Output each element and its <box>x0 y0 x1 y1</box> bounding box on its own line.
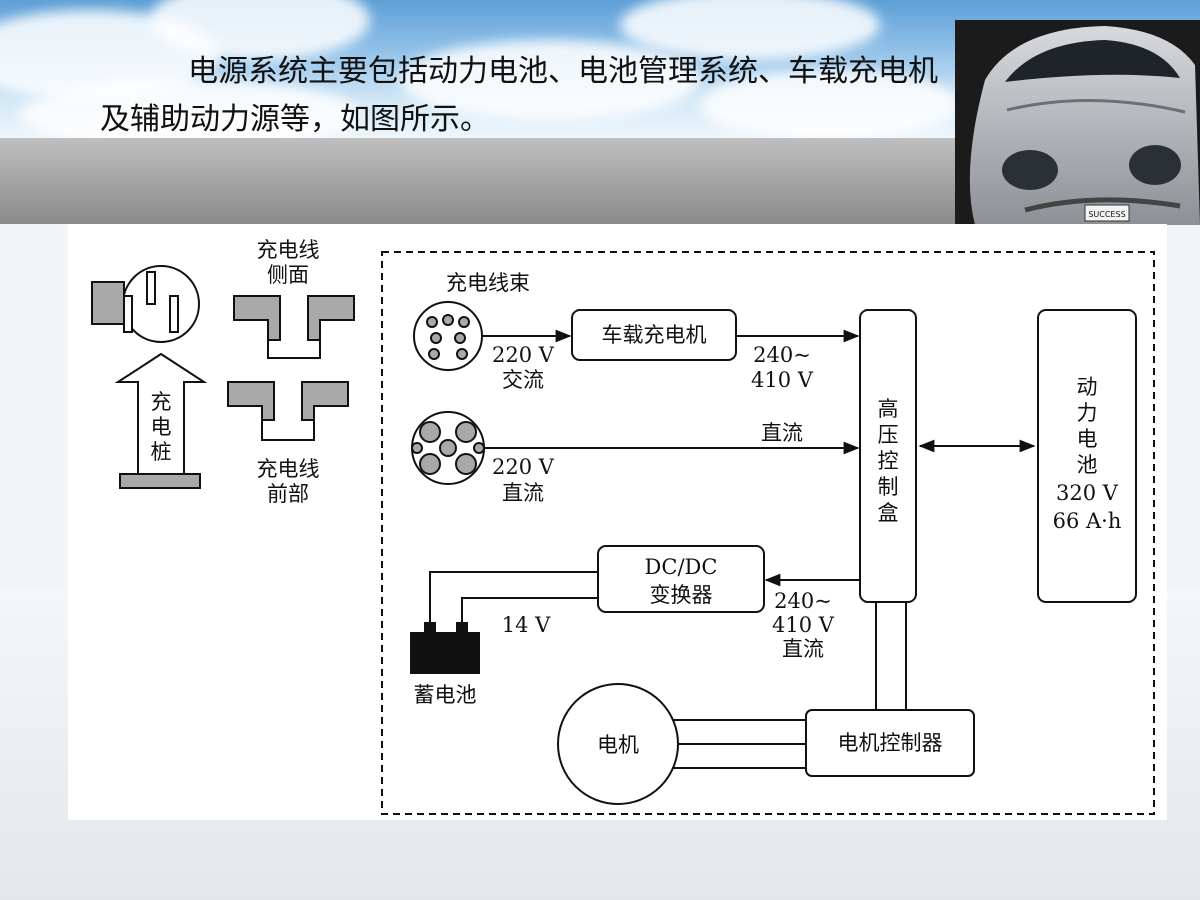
hv-label-5: 盒 <box>878 501 899 525</box>
battery-label-4: 池 <box>1077 453 1098 477</box>
power-system-figure: 充 电 桩 充电线 侧面 充电线 前部 充电线束 车载充电机 220 V 交流 … <box>68 224 1167 820</box>
ac-connector <box>413 301 483 371</box>
dcdc-converter-box <box>597 545 765 613</box>
dcdc-input-label-1: 240~ <box>774 589 832 613</box>
harness-label: 充电线束 <box>446 271 530 295</box>
hv-label-1: 高 <box>878 397 899 421</box>
motor-controller-label: 电机控制器 <box>838 731 943 755</box>
cable-front-view <box>227 381 349 441</box>
low-voltage-label: 14 V <box>502 613 551 637</box>
hv-control-box <box>859 309 917 603</box>
dc-connector <box>411 411 485 485</box>
power-battery-box <box>1037 309 1137 603</box>
battery-label-3: 电 <box>1077 427 1098 451</box>
cable-front-label-1: 充电线 <box>257 457 320 481</box>
charging-pile: 充 电 桩 <box>114 352 208 489</box>
dcdc-wire-negative <box>429 571 598 624</box>
dcdc-input-label-2: 410 V <box>772 613 835 637</box>
charging-plug-face <box>91 265 200 343</box>
dcdc-input-label-3: 直流 <box>782 637 824 661</box>
battery-label-1: 动 <box>1077 375 1098 399</box>
onboard-charger-label: 车载充电机 <box>602 323 707 347</box>
battery-label-2: 力 <box>1077 401 1098 425</box>
charger-output-label-2: 410 V <box>751 368 814 392</box>
vehicle-boundary <box>381 251 1155 815</box>
storage-battery-icon <box>410 632 480 674</box>
car-image: SUCCESS <box>955 20 1200 225</box>
dcdc-label-2: 变换器 <box>650 583 713 607</box>
hv-label-2: 压 <box>878 423 899 447</box>
terminal-negative <box>424 622 436 632</box>
charger-output-label-1: 240~ <box>753 343 811 367</box>
cable-side-label-1: 充电线 <box>257 238 320 262</box>
hv-label-3: 控 <box>878 449 899 473</box>
storage-battery-label: 蓄电池 <box>414 683 477 707</box>
terminal-positive <box>456 622 468 632</box>
dc-type-label: 直流 <box>502 481 544 505</box>
pile-label-2: 电 <box>151 415 172 439</box>
motor-label: 电机 <box>597 733 639 757</box>
dcdc-label-1: DC/DC <box>645 555 718 579</box>
dcdc-wire-positive <box>461 597 598 624</box>
hv-label-4: 制 <box>878 475 899 499</box>
battery-voltage-label: 320 V <box>1056 481 1119 505</box>
license-plate: SUCCESS <box>1088 210 1125 219</box>
dc-voltage-label: 220 V <box>492 455 555 479</box>
ac-voltage-label: 220 V <box>492 343 555 367</box>
battery-capacity-label: 66 A·h <box>1053 509 1122 533</box>
intro-text: 电源系统主要包括动力电池、电池管理系统、车载充电机及辅助动力源等，如图所示。 <box>100 54 938 137</box>
pile-label-3: 桩 <box>151 440 172 464</box>
cable-side-label-2: 侧面 <box>267 263 309 287</box>
pile-label-1: 充 <box>151 390 172 414</box>
dc-line-label: 直流 <box>761 421 803 445</box>
cable-front-label-2: 前部 <box>267 482 309 506</box>
ac-type-label: 交流 <box>502 368 544 392</box>
cable-side-view <box>233 295 355 359</box>
